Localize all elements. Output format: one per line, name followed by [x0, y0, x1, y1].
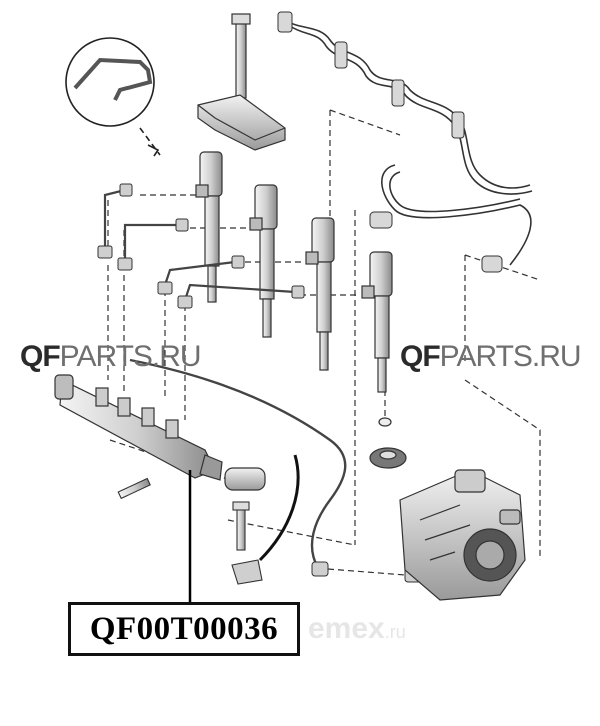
part-number-callout: QF00T00036 [68, 602, 300, 656]
watermark-left-light: PARTS.RU [59, 340, 202, 373]
part-number: QF00T00036 [89, 610, 279, 647]
injector-pipes [103, 188, 296, 301]
injector-4 [361, 251, 393, 393]
injector-3 [305, 217, 335, 371]
common-rail [54, 374, 266, 491]
watermark-left: QFPARTS.RU [20, 340, 202, 374]
clip-magnifier [65, 37, 161, 157]
watermark-right-strong: QF [400, 340, 441, 373]
injector-clamp [197, 13, 286, 151]
watermark-right: QFPARTS.RU [400, 340, 582, 374]
injector-seals [369, 417, 407, 469]
injector-1 [195, 151, 223, 303]
faint-watermark-suffix: .ru [384, 622, 406, 642]
high-pressure-pump [399, 469, 526, 601]
rail-bolts [117, 477, 263, 585]
fuel-return-line [284, 19, 533, 266]
injector-2 [249, 184, 278, 338]
return-line-connectors [277, 11, 503, 273]
callout-arrow [258, 454, 300, 562]
high-pressure-line [129, 358, 347, 569]
watermark-left-strong: QF [20, 340, 61, 373]
faint-watermark: emex.ru [308, 612, 406, 646]
pipe-nuts [97, 183, 305, 309]
fuel-injectors [195, 151, 393, 393]
watermark-right-light: PARTS.RU [439, 340, 582, 373]
faint-watermark-main: emex [308, 612, 385, 645]
hp-line-dash [327, 568, 406, 576]
